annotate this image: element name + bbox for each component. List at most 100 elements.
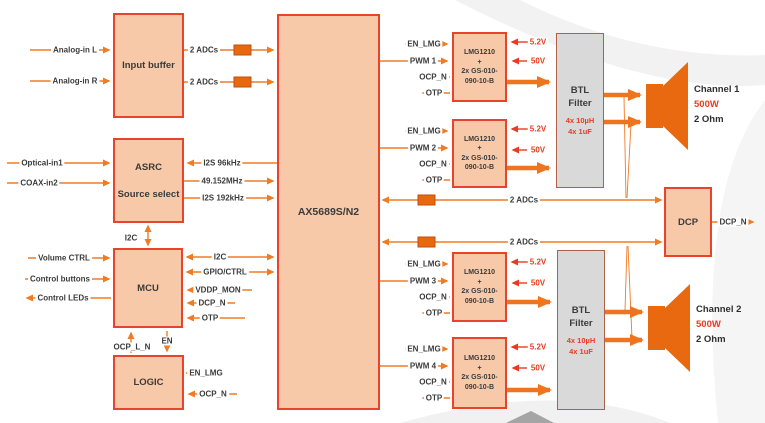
pwm3-label: PWM 3 — [407, 276, 439, 286]
channel1-info: Channel 1 500W 2 Ohm — [694, 82, 739, 127]
channel1-power: 500W — [694, 99, 719, 110]
adc-label: 2 ADCs — [187, 77, 221, 87]
adc-label: 2 ADCs — [507, 195, 541, 205]
logic-label: LOGIC — [133, 377, 164, 388]
channel1-name: Channel 1 — [694, 84, 740, 95]
driver-line: 090-10-B — [464, 297, 495, 305]
vddp-mon-label: VDDP_MON — [193, 285, 243, 295]
driver-line: LMG1210 — [463, 135, 496, 143]
mcu-label: MCU — [137, 282, 159, 294]
analog-in-l-label: Analog-in L — [51, 45, 99, 55]
btl-filter-block-2: BTL Filter 4x 10µH 4x 1uF — [557, 250, 605, 410]
driver-line: LMG1210 — [463, 269, 496, 276]
driver-line: 2x GS-010- — [461, 374, 498, 381]
ax5689-chip-block: AX5689S/N2 — [277, 14, 380, 410]
otp-label: OTP — [423, 393, 445, 403]
btl-values: 4x 1uF — [569, 346, 593, 356]
optical-in-label: Optical-in1 — [19, 158, 65, 168]
otp-label: OTP — [423, 175, 445, 185]
supply-5v2-label: 5.2V — [527, 124, 549, 134]
btl-label: Filter — [569, 317, 593, 329]
driver-line: + — [477, 364, 482, 372]
ocp-n-label: OCP_N — [417, 72, 449, 82]
i2s-96khz-label: I2S 96kHz — [201, 158, 243, 168]
channel2-power: 500W — [696, 319, 721, 330]
i2c-vertical-label: I2C — [122, 233, 140, 243]
control-leds-label: Control LEDs — [35, 293, 91, 303]
btl-values: 4x 10µH — [566, 335, 596, 345]
asrc-label: ASRC — [135, 161, 162, 173]
source-select-label: Source select — [117, 188, 180, 200]
supply-50v-label: 50V — [528, 278, 548, 288]
driver-line: 090-10-B — [464, 164, 495, 171]
supply-50v-label: 50V — [528, 363, 548, 373]
ocp-n-logic-label: OCP_N — [197, 389, 229, 399]
supply-wires — [510, 38, 528, 372]
volume-ctrl-label: Volume CTRL — [36, 253, 92, 263]
en-lmg-logic-label: EN_LMG — [187, 368, 225, 378]
i2s-192khz-label: I2S 192kHz — [200, 193, 246, 203]
ocp-n-label: OCP_N — [417, 377, 449, 387]
driver-line: 090-10-B — [464, 77, 495, 85]
pwm4-label: PWM 4 — [407, 361, 439, 371]
channel2-info: Channel 2 500W 2 Ohm — [696, 302, 741, 347]
speaker-channel2-icon — [648, 284, 690, 372]
driver-line: LMG1210 — [463, 49, 496, 56]
btl-values: 4x 1uF — [568, 127, 592, 136]
btl-values: 4x 10µH — [565, 116, 595, 125]
series-component-icon — [233, 44, 436, 248]
dcp-label: DCP — [677, 216, 699, 228]
dcp-n-mcu-label: DCP_N — [196, 298, 228, 308]
channel2-impedance: 2 Ohm — [696, 334, 726, 345]
asrc-block: ASRC Source select — [113, 138, 184, 223]
driver-line: + — [477, 278, 482, 286]
input-buffer-label: Input buffer — [122, 60, 175, 71]
otp-label: OTP — [423, 88, 445, 98]
channel2-name: Channel 2 — [696, 304, 742, 315]
mcu-block: MCU — [113, 248, 183, 328]
control-buttons-label: Control buttons — [28, 274, 92, 284]
clock-label: 49.152MHz — [199, 176, 245, 186]
supply-50v-label: 50V — [528, 145, 548, 155]
power-wires — [507, 76, 644, 396]
gate-driver-block-3: LMG1210 + 2x GS-010- 090-10-B — [452, 252, 507, 322]
ocp-l-n-label: OCP_L_N — [111, 342, 153, 352]
supply-5v2-label: 5.2V — [527, 342, 549, 352]
ocp-n-label: OCP_N — [417, 292, 449, 302]
gate-driver-block-4: LMG1210 + 2x GS-010- 090-10-B — [452, 337, 507, 409]
supply-50v-label: 50V — [528, 56, 548, 66]
otp-label: OTP — [423, 308, 445, 318]
coax-in-label: COAX-in2 — [18, 178, 60, 188]
en-lmg-label: EN_LMG — [405, 344, 443, 354]
btl-filter-block-1: BTL Filter 4x 10µH 4x 1uF — [556, 33, 604, 188]
pwm2-label: PWM 2 — [407, 143, 439, 153]
en-lmg-label: EN_LMG — [405, 126, 443, 136]
pwm1-label: PWM 1 — [407, 56, 439, 66]
driver-line: + — [477, 145, 482, 152]
dcp-n-out-label: DCP_N — [717, 217, 749, 227]
gpio-ctrl-label: GPIO/CTRL — [201, 267, 249, 277]
dcp-block: DCP — [664, 187, 712, 257]
adc-label: 2 ADCs — [507, 237, 541, 247]
en-label: EN — [159, 336, 175, 346]
sense-taps — [623, 96, 633, 339]
gate-driver-block-1: LMG1210 + 2x GS-010- 090-10-B — [452, 32, 507, 102]
chip-label: AX5689S/N2 — [297, 206, 360, 218]
otp-mcu-label: OTP — [199, 313, 221, 323]
en-lmg-label: EN_LMG — [405, 39, 443, 49]
driver-line: LMG1210 — [463, 355, 496, 362]
btl-label: Filter — [568, 98, 592, 109]
gate-driver-block-2: LMG1210 + 2x GS-010- 090-10-B — [452, 119, 507, 188]
analog-in-r-label: Analog-in R — [50, 76, 100, 86]
logic-block: LOGIC — [113, 355, 184, 410]
adc-label: 2 ADCs — [187, 45, 221, 55]
btl-label: BTL — [571, 304, 591, 316]
ocp-n-label: OCP_N — [417, 159, 449, 169]
input-buffer-block: Input buffer — [113, 13, 184, 118]
driver-line: 090-10-B — [464, 383, 495, 391]
i2c-label: I2C — [211, 252, 229, 262]
driver-line: 2x GS-010- — [461, 68, 498, 75]
en-lmg-label: EN_LMG — [405, 259, 443, 269]
btl-label: BTL — [570, 85, 590, 96]
